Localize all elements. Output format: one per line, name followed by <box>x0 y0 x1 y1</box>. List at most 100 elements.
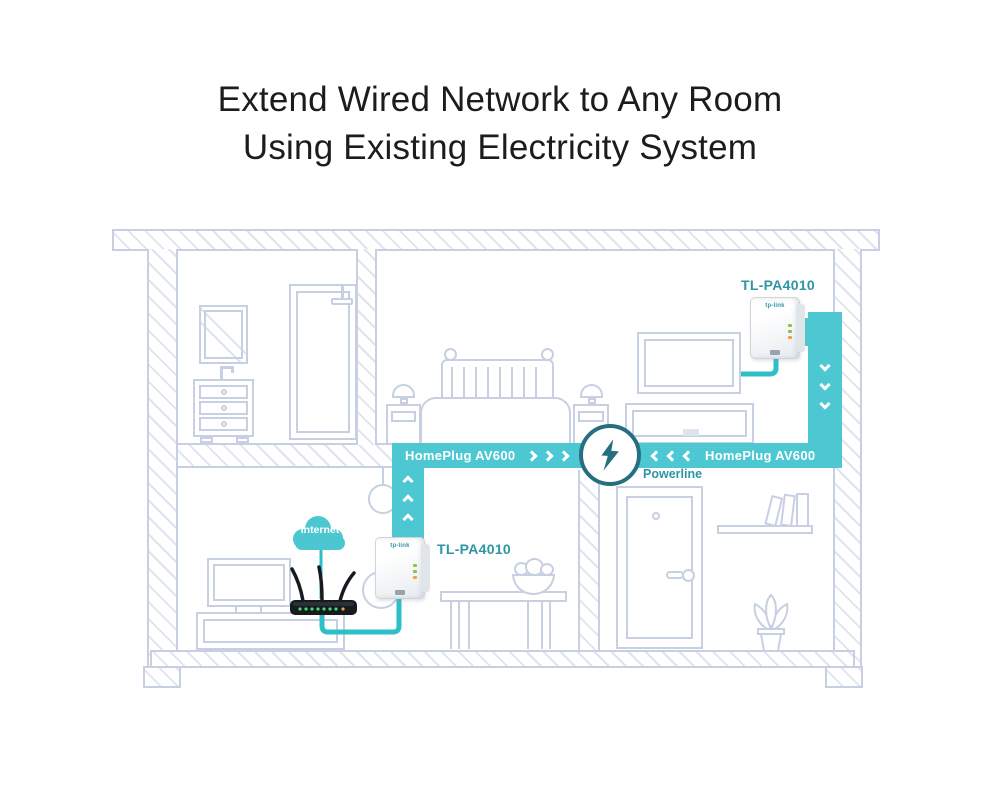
title-line-2: Using Existing Electricity System <box>242 128 758 167</box>
power-led <box>788 324 792 327</box>
table-lamp-base <box>588 398 596 404</box>
chevron-left-icon <box>650 449 662 462</box>
powerline-band-left-vertical <box>392 443 424 540</box>
roof-beam <box>112 229 880 251</box>
table-leg <box>450 602 460 649</box>
ethernet-led <box>788 336 792 339</box>
door <box>616 486 703 649</box>
drawer <box>199 401 248 415</box>
nightstand-left <box>386 404 421 445</box>
power-led <box>413 564 417 567</box>
wall-tv <box>637 332 741 394</box>
table-leg <box>468 602 470 649</box>
vanity-dresser <box>193 379 254 437</box>
faucet-spout <box>231 366 234 373</box>
vanity-foot <box>236 437 249 443</box>
headboard-slats <box>451 367 544 401</box>
ground-floor-beam <box>150 650 855 668</box>
door-knob <box>682 569 695 582</box>
book <box>796 493 809 527</box>
table-lamp-shade <box>392 384 415 398</box>
chevron-left-icon <box>682 449 694 462</box>
adapter-leds <box>413 564 417 579</box>
chevron-up-icon <box>402 475 414 487</box>
wifi-router <box>290 565 357 615</box>
tp-link-logo: tp-link <box>765 303 785 309</box>
console-panel <box>203 619 338 643</box>
cloud-icon <box>293 516 345 550</box>
adapter-leds <box>788 324 792 339</box>
powerline-adapter-left: tp-link <box>375 537 430 599</box>
side-table-top <box>440 591 567 602</box>
adapter-backplate <box>421 544 430 592</box>
bathroom-partition-wall <box>356 249 377 445</box>
router-led-amber <box>341 607 345 611</box>
door-peephole <box>652 512 660 520</box>
flow-chevrons-left <box>650 449 694 462</box>
shower-door-frame <box>296 291 350 433</box>
mirror <box>199 305 248 364</box>
router-antennas <box>290 565 356 603</box>
homeplug-right-text: HomePlug AV600 <box>705 448 816 463</box>
table-lamp-base <box>400 398 408 404</box>
mirror-frame <box>204 310 243 359</box>
shower-door <box>289 284 357 440</box>
drawer <box>199 417 248 431</box>
internet-cloud: Internet <box>289 512 351 552</box>
pendant-lamp-stem <box>382 468 384 485</box>
bed <box>420 397 571 445</box>
bed-headboard <box>441 359 554 403</box>
powerline-hub <box>579 424 641 486</box>
left-wall <box>147 249 178 669</box>
table-lamp-shade <box>580 384 603 398</box>
drawer-knob <box>221 389 227 395</box>
right-foundation <box>825 666 863 688</box>
media-console-upper <box>625 403 754 444</box>
book <box>780 493 796 527</box>
ethernet-port <box>770 350 780 355</box>
title-line-1: Extend Wired Network to Any Room <box>217 80 783 119</box>
homeplug-label-left: HomePlug AV600 <box>392 443 571 468</box>
powerline-led <box>413 570 417 573</box>
chevron-right-icon <box>558 449 571 462</box>
console-handle <box>683 429 699 436</box>
table-leg <box>541 602 551 649</box>
adapter-model-label-right: TL-PA4010 <box>741 277 816 293</box>
chevron-left-icon <box>666 449 678 462</box>
door-panel <box>626 496 693 639</box>
shower-head-plate <box>331 298 353 305</box>
monitor-leg <box>235 606 237 613</box>
shower-head-icon <box>341 286 344 299</box>
page-title: Extend Wired Network to Any Room Using E… <box>0 76 1000 172</box>
hallway-partition-wall <box>578 470 600 650</box>
tp-link-logo: tp-link <box>390 543 410 549</box>
left-foundation <box>143 666 181 688</box>
chevron-down-icon <box>819 398 831 410</box>
chevron-up-icon <box>402 513 414 525</box>
faucet-stem <box>220 366 223 380</box>
monitor-leg <box>260 606 262 613</box>
table-leg <box>527 602 529 649</box>
chevron-right-icon <box>526 449 539 462</box>
wall-shelf <box>717 525 813 534</box>
powerline-band-right-vertical <box>808 312 842 468</box>
flow-chevrons-up <box>392 475 424 525</box>
lightning-bolt-icon <box>601 439 619 471</box>
chevron-down-icon <box>819 360 831 372</box>
homeplug-label-right: HomePlug AV600 <box>650 443 816 468</box>
powerline-led <box>788 330 792 333</box>
desktop-monitor <box>207 558 291 607</box>
drawer-knob <box>221 405 227 411</box>
adapter-model-label-left: TL-PA4010 <box>437 541 512 557</box>
tv-screen <box>644 339 734 387</box>
ethernet-led <box>413 576 417 579</box>
console-drawer <box>632 410 747 437</box>
flow-chevrons-down <box>808 360 842 410</box>
faucet-icon <box>220 366 234 369</box>
ethernet-port <box>395 590 405 595</box>
powerline-label: Powerline <box>643 467 703 481</box>
adapter-backplate <box>796 304 805 352</box>
router-top-highlight <box>293 602 354 606</box>
drawer <box>199 385 248 399</box>
